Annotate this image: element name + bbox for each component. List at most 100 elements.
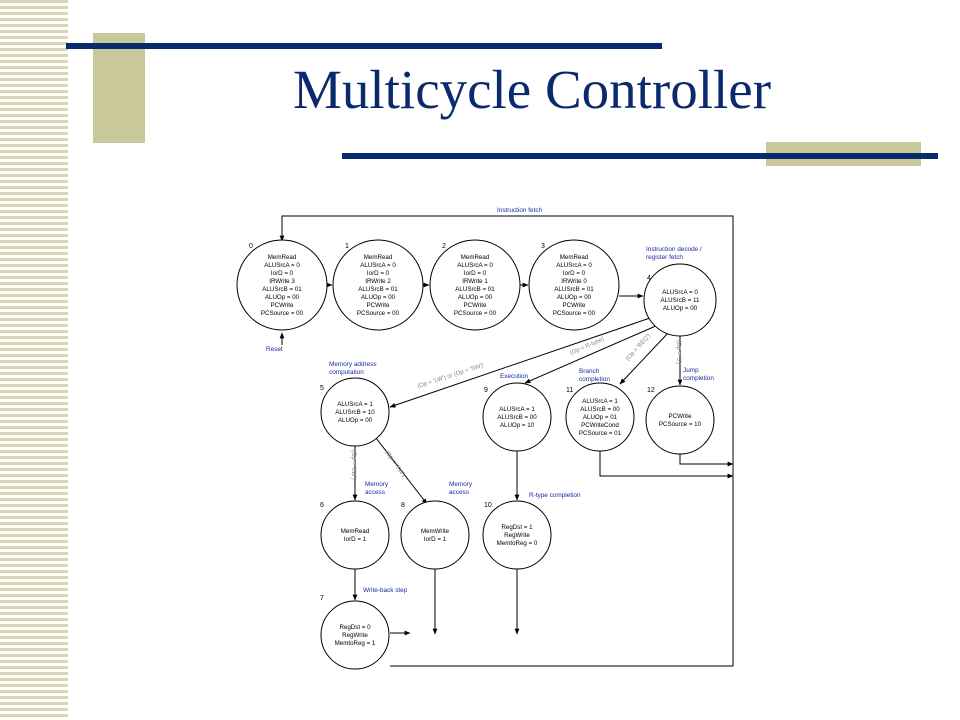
state-number: 3 xyxy=(541,243,545,250)
state-action: ALUSrcB = 00 xyxy=(580,406,620,413)
transition-12-fetch xyxy=(679,454,734,467)
transition-4-5 xyxy=(389,317,651,408)
label-memory-access: Memory xyxy=(365,481,389,488)
state-action: ALUSrcA = 1 xyxy=(337,401,373,408)
state-action: RegDst = 0 xyxy=(339,624,371,631)
state-action: ALUOp = 00 xyxy=(557,294,592,301)
label-jump: completion xyxy=(683,375,714,382)
label-execution: Execution xyxy=(500,373,529,380)
left-stripe-bar xyxy=(0,0,68,720)
state-action: MemRead xyxy=(461,254,490,261)
state-10 xyxy=(482,500,552,570)
label-branch: completion xyxy=(579,376,610,383)
state-action: PCSource = 00 xyxy=(454,310,497,317)
label-rtype: R-type completion xyxy=(529,492,581,499)
state-action: IRWrite 0 xyxy=(561,278,587,285)
state-5 xyxy=(320,377,390,447)
title-rule-top xyxy=(66,43,662,49)
state-action: PCSource = 01 xyxy=(579,430,622,437)
state-9 xyxy=(482,382,552,452)
state-action: ALUSrcB = 11 xyxy=(661,297,700,304)
state-action: PCWrite xyxy=(464,302,487,309)
state-action: ALUSrcA = 0 xyxy=(264,262,300,269)
state-action: ALUSrcA = 1 xyxy=(499,406,535,413)
state-action: ALUSrcB = 10 xyxy=(335,409,375,416)
state-action: PCWriteCond xyxy=(581,422,619,429)
state-0 xyxy=(236,239,328,331)
state-action: ALUSrcB = 01 xyxy=(554,286,594,293)
state-action: ALUSrcB = 01 xyxy=(358,286,398,293)
state-action: MemRead xyxy=(364,254,393,261)
state-action: ALUSrcB = 00 xyxy=(497,414,537,421)
state-action: RegWrite xyxy=(504,532,530,539)
state-8 xyxy=(400,500,470,570)
state-12 xyxy=(645,385,715,455)
state-action: RegWrite xyxy=(342,632,368,639)
state-1 xyxy=(332,239,424,331)
state-action: ALUOp = 01 xyxy=(583,414,618,421)
state-action: MemRead xyxy=(560,254,589,261)
state-4 xyxy=(643,263,717,337)
state-action: IorD = 0 xyxy=(464,270,487,277)
state-action: IorD = 1 xyxy=(344,536,367,543)
state-action: IorD = 1 xyxy=(424,536,447,543)
state-number: 0 xyxy=(249,243,253,250)
accent-block-top xyxy=(93,33,145,143)
state-action: PCWrite xyxy=(271,302,294,309)
transition-4-9 xyxy=(524,324,659,384)
state-action: IorD = 0 xyxy=(367,270,390,277)
state-action: MemRead xyxy=(341,528,370,535)
state-number: 10 xyxy=(484,502,492,509)
label-writeback: Write-back step xyxy=(363,587,408,594)
slide-title: Multicycle Controller xyxy=(292,59,772,120)
state-action: ALUOp = 00 xyxy=(663,305,698,312)
state-action: ALUOp = 00 xyxy=(265,294,300,301)
state-action: MemRead xyxy=(268,254,297,261)
label-jump: Jump xyxy=(683,367,699,374)
label-memory-access: access xyxy=(449,489,469,496)
state-action: ALUOp = 00 xyxy=(361,294,396,301)
state-action: ALUSrcB = 01 xyxy=(262,286,302,293)
label-memory-access: access xyxy=(365,489,385,496)
state-action: ALUOp = 00 xyxy=(458,294,493,301)
state-action: ALUSrcA = 0 xyxy=(662,289,698,296)
state-number: 4 xyxy=(647,275,651,282)
label-decode: register fetch xyxy=(646,254,683,261)
label-reset: Reset xyxy=(266,346,283,353)
state-number: 5 xyxy=(320,385,324,392)
title-rule-bottom xyxy=(342,153,938,159)
state-number: 7 xyxy=(320,595,324,602)
transition-5-8 xyxy=(375,437,428,505)
state-7 xyxy=(320,600,390,670)
label-memory-address: computation xyxy=(329,369,364,376)
state-action: MemtoReg = 0 xyxy=(497,540,538,547)
state-number: 8 xyxy=(401,502,405,509)
state-11 xyxy=(565,382,635,452)
condition-label: (Op = 'J') xyxy=(675,340,681,364)
state-action: ALUSrcA = 0 xyxy=(360,262,396,269)
state-action: PCWrite xyxy=(669,413,692,420)
condition-label: (Op = 'LW') xyxy=(350,450,356,480)
state-number: 6 xyxy=(320,502,324,509)
state-action: PCSource = 10 xyxy=(659,421,702,428)
state-action: PCSource = 00 xyxy=(357,310,400,317)
state-action: ALUOp = 10 xyxy=(500,422,535,429)
state-number: 11 xyxy=(566,387,573,394)
state-action: ALUSrcA = 1 xyxy=(582,398,618,405)
state-action: IorD = 0 xyxy=(271,270,294,277)
condition-label: (Op = 'SW') xyxy=(383,450,406,479)
state-action: RegDst = 1 xyxy=(501,524,533,531)
state-number: 9 xyxy=(484,387,488,394)
transition-11-fetch xyxy=(599,451,734,479)
state-action: IorD = 0 xyxy=(563,270,586,277)
state-6 xyxy=(320,500,390,570)
state-number: 2 xyxy=(442,243,446,250)
state-action: ALUSrcA = 0 xyxy=(457,262,493,269)
state-number: 12 xyxy=(647,387,655,394)
state-action: ALUOp = 00 xyxy=(338,417,373,424)
state-action: IRWrite 1 xyxy=(462,278,488,285)
state-action: IRWrite 3 xyxy=(269,278,295,285)
label-memory-address: Memory address xyxy=(329,361,377,368)
label-memory-access: Memory xyxy=(449,481,473,488)
